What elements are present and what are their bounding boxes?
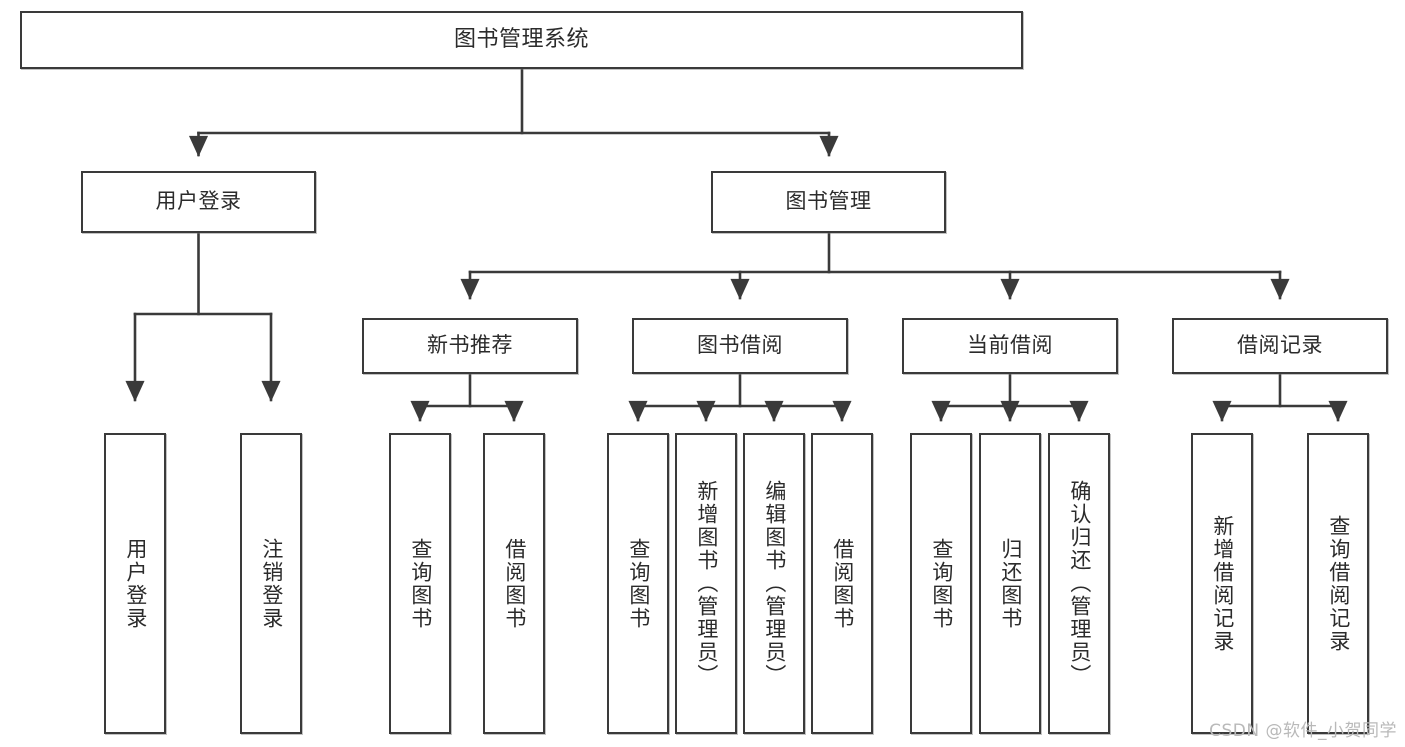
leaf-recommend-borrow-book[interactable]: 借阅图书 <box>483 433 545 734</box>
node-label: 查询图书 <box>929 537 954 630</box>
node-label: 确认归还（管理员） <box>1067 480 1092 687</box>
leaf-user-login[interactable]: 用户登录 <box>104 433 166 734</box>
leaf-record-query-borrow-record[interactable]: 查询借阅记录 <box>1307 433 1369 734</box>
leaf-current-confirm-return-admin[interactable]: 确认归还（管理员） <box>1048 433 1110 734</box>
node-label: 用户登录 <box>123 537 148 630</box>
node-label: 新增图书（管理员） <box>694 480 719 687</box>
leaf-logout-login[interactable]: 注销登录 <box>240 433 302 734</box>
node-current-borrow[interactable]: 当前借阅 <box>902 318 1118 374</box>
leaf-borrow-add-book-admin[interactable]: 新增图书（管理员） <box>675 433 737 734</box>
leaf-current-return-book[interactable]: 归还图书 <box>979 433 1041 734</box>
node-new-book-recommend[interactable]: 新书推荐 <box>362 318 578 374</box>
node-label: 图书管理 <box>785 189 872 214</box>
node-label: 编辑图书（管理员） <box>762 480 787 687</box>
node-root-book-management-system[interactable]: 图书管理系统 <box>20 11 1023 69</box>
node-book-borrow[interactable]: 图书借阅 <box>632 318 848 374</box>
node-label: 图书管理系统 <box>453 26 589 52</box>
node-label: 注销登录 <box>259 537 284 630</box>
node-label: 图书借阅 <box>697 333 783 358</box>
node-label: 新增借阅记录 <box>1210 514 1235 653</box>
node-label: 查询借阅记录 <box>1326 514 1351 653</box>
node-label: 借阅记录 <box>1237 333 1323 358</box>
leaf-record-add-borrow-record[interactable]: 新增借阅记录 <box>1191 433 1253 734</box>
node-user-login[interactable]: 用户登录 <box>81 171 316 233</box>
leaf-borrow-query-book[interactable]: 查询图书 <box>607 433 669 734</box>
node-label: 用户登录 <box>155 189 242 214</box>
node-label: 查询图书 <box>408 537 433 630</box>
leaf-borrow-edit-book-admin[interactable]: 编辑图书（管理员） <box>743 433 805 734</box>
leaf-borrow-borrow-book[interactable]: 借阅图书 <box>811 433 873 734</box>
leaf-current-query-book[interactable]: 查询图书 <box>910 433 972 734</box>
node-label: 查询图书 <box>626 537 651 630</box>
csdn-watermark: CSDN @软件_小贺同学 <box>1209 721 1397 741</box>
node-label: 归还图书 <box>998 537 1023 630</box>
node-label: 新书推荐 <box>427 333 513 358</box>
node-borrow-record[interactable]: 借阅记录 <box>1172 318 1388 374</box>
leaf-recommend-query-book[interactable]: 查询图书 <box>389 433 451 734</box>
node-label: 借阅图书 <box>830 537 855 630</box>
node-label: 借阅图书 <box>502 537 527 630</box>
node-book-management[interactable]: 图书管理 <box>711 171 946 233</box>
node-label: 当前借阅 <box>967 333 1053 358</box>
